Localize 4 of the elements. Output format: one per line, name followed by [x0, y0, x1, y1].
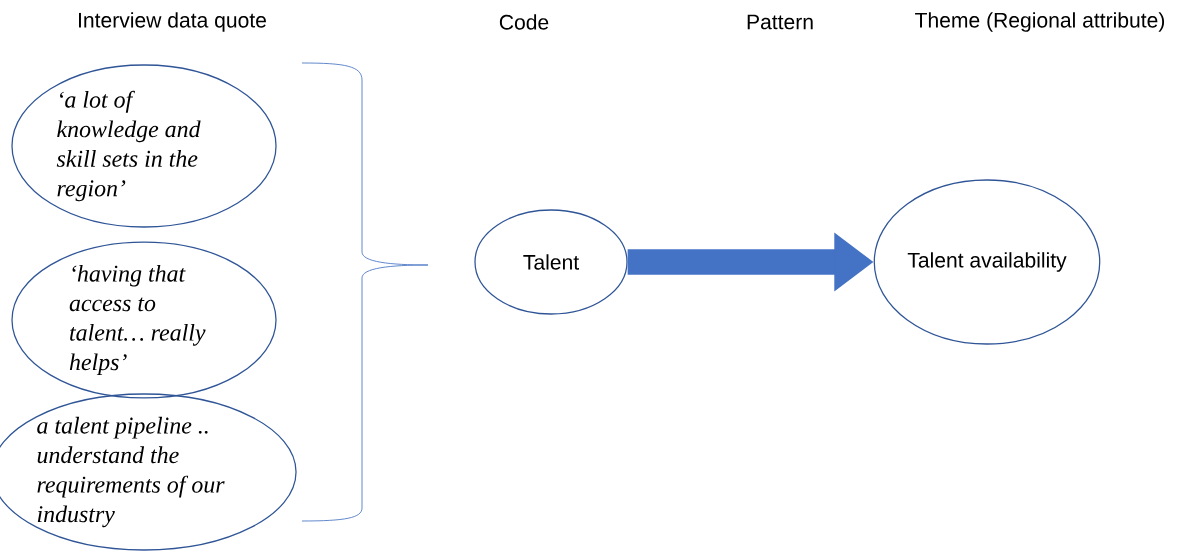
column-heading: Code [499, 14, 549, 30]
column-heading: Interview data quote [79, 12, 266, 32]
column-heading: Pattern [747, 14, 813, 30]
column-heading: Theme (Regional attribute) [915, 12, 1165, 32]
